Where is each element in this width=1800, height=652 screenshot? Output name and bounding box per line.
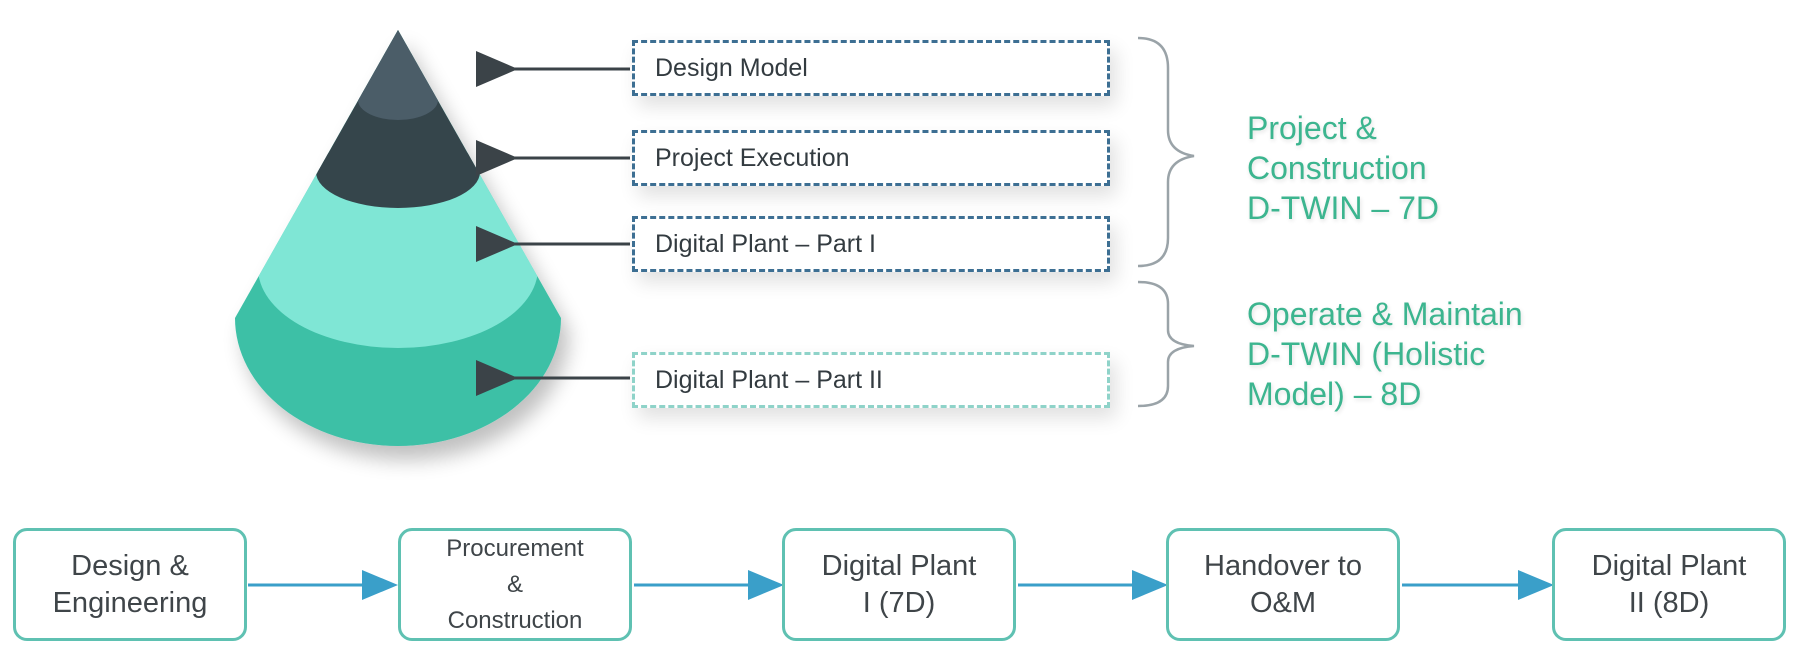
- phase-label: Design & Engineering: [52, 549, 208, 619]
- layer-label-project-execution: Project Execution: [655, 143, 850, 172]
- phase-label: Digital Plant II (8D): [1591, 549, 1747, 619]
- layer-box-design-model: Design Model: [632, 40, 1110, 96]
- phase-handover-om: Handover to O&M: [1166, 528, 1400, 641]
- layer-box-project-execution: Project Execution: [632, 130, 1110, 186]
- phase-label: Digital Plant I (7D): [821, 549, 977, 619]
- brace-project: [1137, 36, 1195, 268]
- layer-box-digital-plant-part-2: Digital Plant – Part II: [632, 352, 1110, 408]
- cone: [235, 30, 561, 446]
- phase-procurement-construction: Procurement & Construction: [398, 528, 632, 641]
- phase-digital-plant-2: Digital Plant II (8D): [1552, 528, 1786, 641]
- phase-digital-plant-1: Digital Plant I (7D): [782, 528, 1016, 641]
- phase-label: Handover to O&M: [1204, 549, 1362, 619]
- cone-layer-design-top: [235, 30, 561, 100]
- brace-operate: [1137, 280, 1195, 408]
- layer-label-digital-plant-part-2: Digital Plant – Part II: [655, 365, 883, 394]
- group-label-project: Project & Construction D-TWIN – 7D: [1247, 110, 1439, 226]
- phase-label: Procurement & Construction: [446, 534, 584, 634]
- phase-design-engineering: Design & Engineering: [13, 528, 247, 641]
- layer-label-design-model: Design Model: [655, 53, 808, 82]
- layer-box-digital-plant-part-1: Digital Plant – Part I: [632, 216, 1110, 272]
- group-label-operate: Operate & Maintain D-TWIN (Holistic Mode…: [1247, 296, 1523, 412]
- layer-label-digital-plant-part-1: Digital Plant – Part I: [655, 229, 876, 258]
